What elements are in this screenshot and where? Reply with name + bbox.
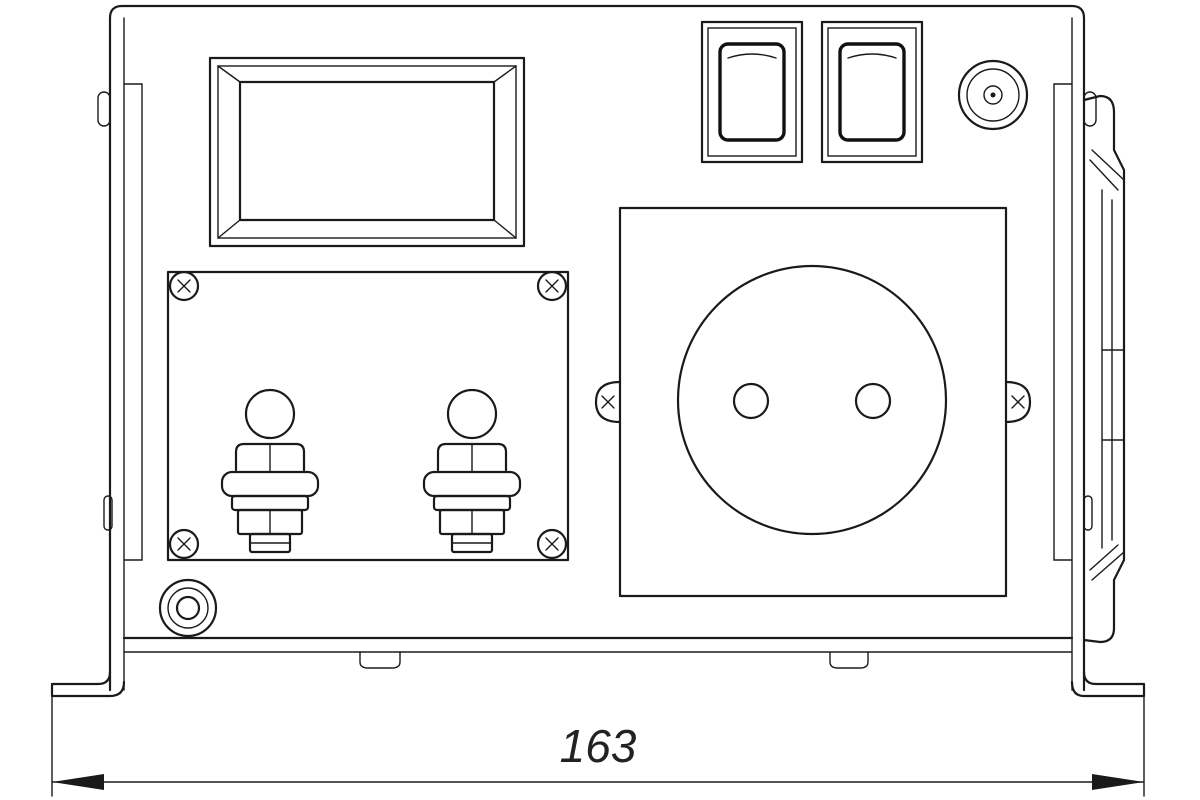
terminal-indicator-left bbox=[244, 388, 296, 440]
terminal-plate bbox=[166, 270, 570, 562]
socket-screw-left bbox=[594, 380, 622, 424]
terminal-indicator-right bbox=[446, 388, 498, 440]
arrowhead-right bbox=[1092, 774, 1144, 790]
arrowhead-left bbox=[52, 774, 104, 790]
plate-screw bbox=[536, 528, 568, 560]
bottom-feet bbox=[359, 651, 869, 669]
plate-screw bbox=[536, 270, 568, 302]
dimension-value: 163 bbox=[560, 720, 637, 772]
socket-screw-right bbox=[1004, 380, 1032, 424]
plate-screw bbox=[168, 528, 200, 560]
binding-post-right[interactable] bbox=[422, 442, 522, 554]
power-socket[interactable] bbox=[618, 206, 1008, 598]
socket-pin-hole bbox=[732, 382, 770, 420]
socket-pin-hole bbox=[854, 382, 892, 420]
power-switch-right[interactable] bbox=[820, 20, 924, 164]
plate-screw bbox=[168, 270, 200, 302]
indicator-lamp bbox=[957, 59, 1029, 131]
fuse-holder[interactable] bbox=[158, 578, 218, 638]
power-switch-left[interactable] bbox=[700, 20, 804, 164]
housing bbox=[50, 4, 1146, 698]
dimension-line: 163 bbox=[51, 695, 1145, 797]
side-screws bbox=[97, 91, 1097, 531]
display-window bbox=[208, 56, 526, 248]
binding-post-left[interactable] bbox=[220, 442, 320, 554]
carrying-handle bbox=[1082, 94, 1126, 644]
